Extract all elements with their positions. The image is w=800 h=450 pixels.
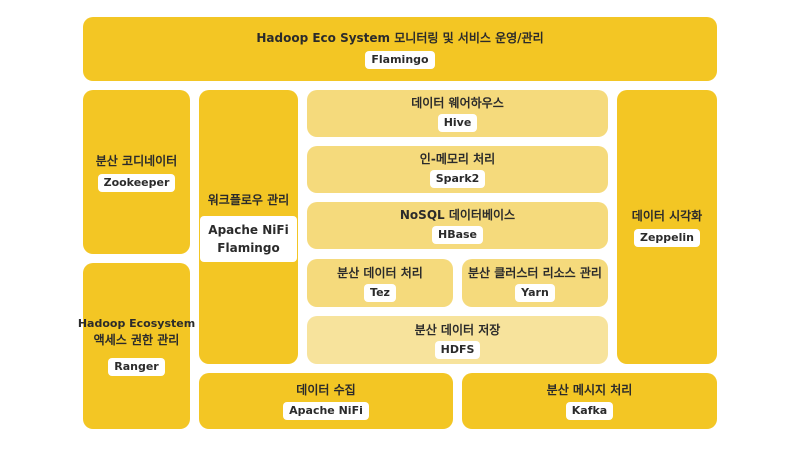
zookeeper-block: 분산 코디네이터 Zookeeper (83, 90, 190, 254)
hive-title: 데이터 웨어하우스 (411, 96, 504, 110)
yarn-tag: Yarn (515, 283, 555, 302)
spark-title: 인-메모리 처리 (419, 152, 496, 166)
zeppelin-block: 데이터 시각화 Zeppelin (617, 90, 717, 364)
ranger-title-line1: Hadoop Ecosystem (77, 317, 196, 330)
ranger-title-line2: 액세스 권한 관리 (93, 333, 180, 347)
tez-title: 분산 데이터 처리 (337, 265, 423, 280)
hbase-title: NoSQL 데이터베이스 (399, 208, 516, 222)
tez-block: 분산 데이터 처리 Tez (307, 259, 453, 307)
collect-tag: Apache NiFi (283, 402, 369, 420)
tez-tag: Tez (364, 283, 396, 302)
yarn-block: 분산 클러스터 리소스 관리 Yarn (462, 259, 608, 307)
hbase-block: NoSQL 데이터베이스 HBase (307, 202, 608, 249)
ranger-tag: Ranger (108, 358, 165, 376)
spark-tag: Spark2 (429, 170, 486, 188)
zookeeper-tag: Zookeeper (97, 173, 176, 192)
zeppelin-title: 데이터 시각화 (631, 208, 703, 223)
monitoring-title: Hadoop Eco System 모니터링 및 서비스 운영/관리 (256, 30, 544, 45)
kafka-title: 분산 메시지 처리 (546, 383, 633, 397)
workflow-block: 워크플로우 관리 Apache NiFi Flamingo (199, 90, 298, 364)
hive-tag: Hive (437, 114, 478, 132)
monitoring-block: Hadoop Eco System 모니터링 및 서비스 운영/관리 Flami… (83, 17, 717, 81)
collect-block: 데이터 수집 Apache NiFi (199, 373, 453, 429)
monitoring-tag: Flamingo (365, 50, 435, 69)
ranger-block: Hadoop Ecosystem 액세스 권한 관리 Ranger (78, 263, 195, 429)
hdfs-title: 분산 데이터 저장 (414, 322, 501, 337)
hdfs-block: 분산 데이터 저장 HDFS (307, 316, 608, 364)
workflow-title: 워크플로우 관리 (207, 193, 290, 207)
workflow-tag-nifi: Apache NiFi (208, 223, 289, 237)
collect-title: 데이터 수집 (296, 383, 356, 397)
workflow-tag-flamingo: Flamingo (217, 241, 280, 255)
hbase-tag: HBase (431, 226, 484, 244)
yarn-title: 분산 클러스터 리소스 관리 (468, 265, 602, 280)
kafka-block: 분산 메시지 처리 Kafka (462, 373, 717, 429)
zeppelin-tag: Zeppelin (633, 228, 701, 247)
hive-block: 데이터 웨어하우스 Hive (307, 90, 608, 137)
workflow-tag: Apache NiFi Flamingo (200, 216, 297, 262)
spark-block: 인-메모리 처리 Spark2 (307, 146, 608, 193)
zookeeper-title: 분산 코디네이터 (95, 153, 178, 168)
hdfs-tag: HDFS (434, 340, 481, 359)
kafka-tag: Kafka (565, 402, 614, 420)
